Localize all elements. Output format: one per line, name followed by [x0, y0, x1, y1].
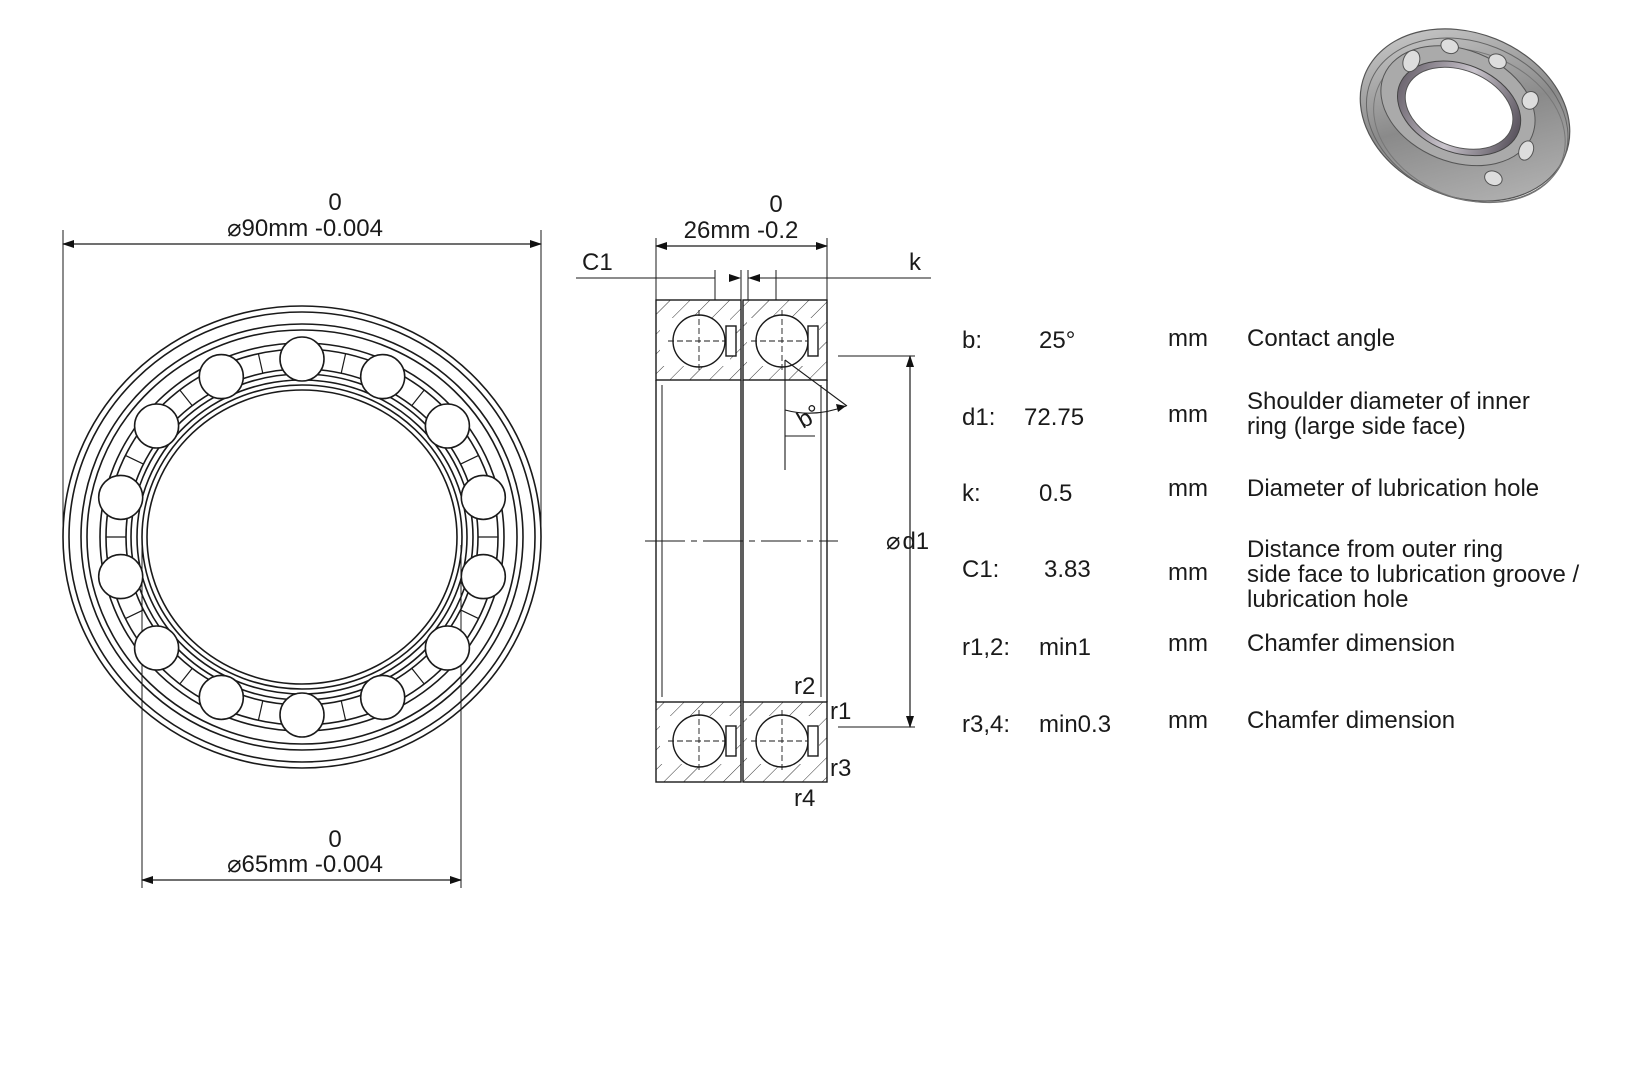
spec-key: b:: [962, 327, 983, 354]
cage-bar: [125, 609, 144, 620]
rolling-ball: [460, 553, 507, 600]
spec-desc: Shoulder diameter of inner ring (large s…: [1247, 388, 1530, 440]
rolling-ball: [97, 553, 144, 600]
cage-bar: [460, 454, 479, 465]
spec-key: d1:: [962, 404, 996, 431]
spec-value: min1: [1039, 634, 1092, 661]
ball-set: [97, 336, 507, 738]
rolling-ball: [279, 692, 325, 738]
rolling-ball: [133, 625, 180, 671]
cage-bar: [460, 609, 479, 620]
width-dim-label: 26mm -0.2: [684, 217, 799, 244]
outer-diameter-label: ⌀90mm -0.004: [227, 215, 383, 242]
cage-bar: [179, 389, 193, 407]
rolling-ball: [460, 474, 507, 521]
cage-bar: [411, 667, 425, 685]
cage-bar: [340, 700, 347, 721]
spec-key: k:: [962, 480, 981, 507]
rolling-ball: [359, 674, 406, 721]
spec-key: r1,2:: [962, 634, 1011, 661]
cage-bar: [257, 700, 264, 721]
spec-unit: mm: [1168, 325, 1208, 352]
spec-unit: mm: [1168, 475, 1208, 502]
cage-bar: [257, 353, 264, 374]
outer-ring: [62, 305, 542, 769]
bearing-3d-thumbnail: [1359, 28, 1571, 204]
r1-label: r1: [830, 698, 851, 725]
rolling-ball: [424, 625, 471, 671]
spec-unit: mm: [1168, 559, 1208, 586]
width-tol-upper: 0: [769, 191, 782, 218]
rolling-ball: [359, 353, 406, 400]
spec-value: 72.75: [1024, 404, 1085, 431]
spec-desc: Chamfer dimension: [1247, 707, 1456, 734]
cage-bar: [179, 667, 193, 685]
diameter-symbol: ⌀: [227, 851, 241, 878]
spec-unit: mm: [1168, 707, 1208, 734]
bore: [141, 384, 463, 690]
rolling-ball: [198, 674, 245, 721]
spec-unit: mm: [1168, 401, 1208, 428]
r4-label: r4: [794, 785, 815, 812]
cage-bar: [125, 454, 144, 465]
rolling-ball: [424, 403, 471, 449]
inner-ring: [130, 373, 474, 701]
spec-key: r3,4:: [962, 711, 1011, 738]
front-view: [62, 230, 542, 888]
rolling-ball: [198, 353, 245, 400]
spec-desc: Contact angle: [1247, 325, 1396, 352]
d1-label: ⌀d1: [886, 528, 929, 555]
spec-key: C1:: [962, 556, 1000, 583]
rolling-ball: [97, 474, 144, 521]
spec-value: 3.83: [1044, 556, 1091, 583]
spec-value: min0.3: [1039, 711, 1112, 738]
k-label: k: [909, 249, 922, 276]
cage-bar: [411, 389, 425, 407]
rolling-ball: [133, 403, 180, 449]
inner-tol-upper: 0: [328, 826, 341, 853]
c1-label: C1: [582, 249, 613, 276]
spec-desc: Distance from outer ring side face to lu…: [1247, 536, 1580, 613]
spec-desc: Chamfer dimension: [1247, 630, 1456, 657]
spec-value: 25°: [1039, 327, 1076, 354]
spec-desc: Diameter of lubrication hole: [1247, 475, 1540, 502]
inner-diameter-label: ⌀65mm -0.004: [227, 851, 383, 878]
cage-bar: [340, 353, 347, 374]
spec-value: 0.5: [1039, 480, 1073, 507]
rolling-ball: [279, 336, 325, 382]
outer-tol-upper: 0: [328, 189, 341, 216]
r2-label: r2: [794, 673, 815, 700]
r3-label: r3: [830, 755, 851, 782]
spec-unit: mm: [1168, 630, 1208, 657]
section-view: [576, 238, 931, 783]
diameter-symbol: ⌀: [227, 215, 241, 242]
